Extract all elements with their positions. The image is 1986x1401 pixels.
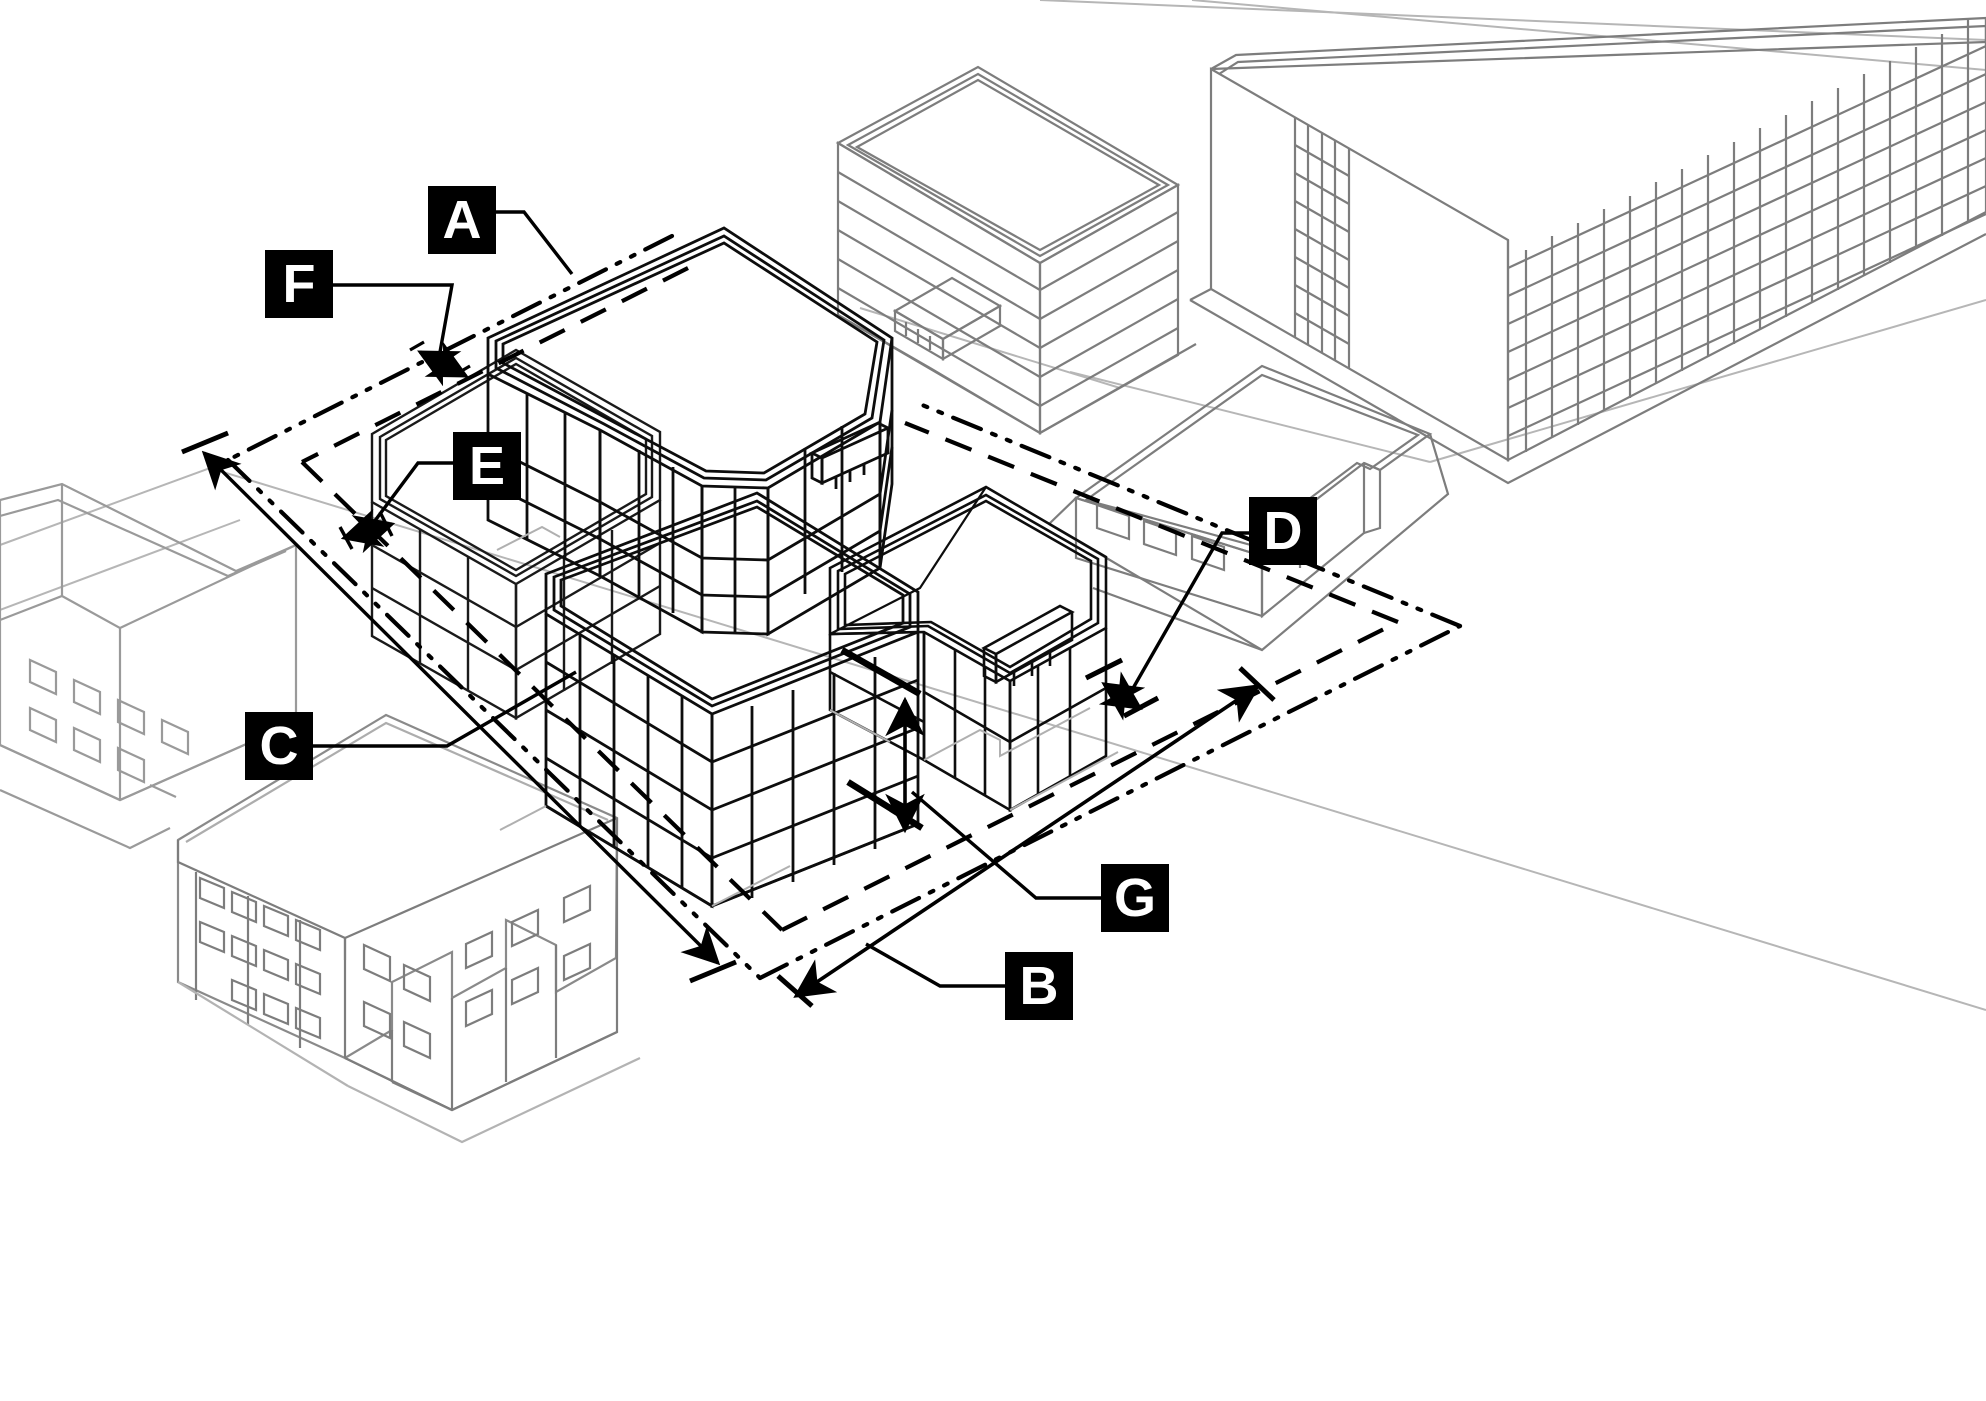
callout-F[interactable]: F [265,250,333,318]
subject-building-center-block [544,491,920,909]
leader-B [865,942,1005,988]
leader-D [1126,531,1249,698]
dimension-D [1084,657,1160,721]
callout-A[interactable]: A [428,186,496,254]
callout-B[interactable]: B [1005,952,1073,1020]
drawing-root [0,0,1986,1144]
callout-D[interactable]: D [1249,497,1317,565]
context-building-north-office [835,65,1197,435]
callout-B-label: B [1019,956,1059,1016]
dimension-G [840,647,925,834]
dimension-left-extent [181,430,737,984]
callout-F-label: F [282,254,316,314]
callout-A-label: A [442,190,482,250]
callout-E-label: E [468,436,506,496]
dimension-B [776,666,1276,1008]
callout-C[interactable]: C [245,712,313,780]
context-building-east-lowrise [1048,364,1450,652]
callout-G[interactable]: G [1101,864,1169,932]
callout-E[interactable]: E [453,432,521,500]
callout-D-label: D [1263,501,1303,561]
context-building-east-highrise [1189,16,1986,485]
dimension-F [409,340,471,387]
leader-A [496,210,574,276]
leader-F [333,283,455,353]
callout-C-label: C [259,716,299,776]
leader-G [910,790,1101,900]
context-building-west-courtyard [0,482,298,850]
callout-G-label: G [1113,868,1156,928]
